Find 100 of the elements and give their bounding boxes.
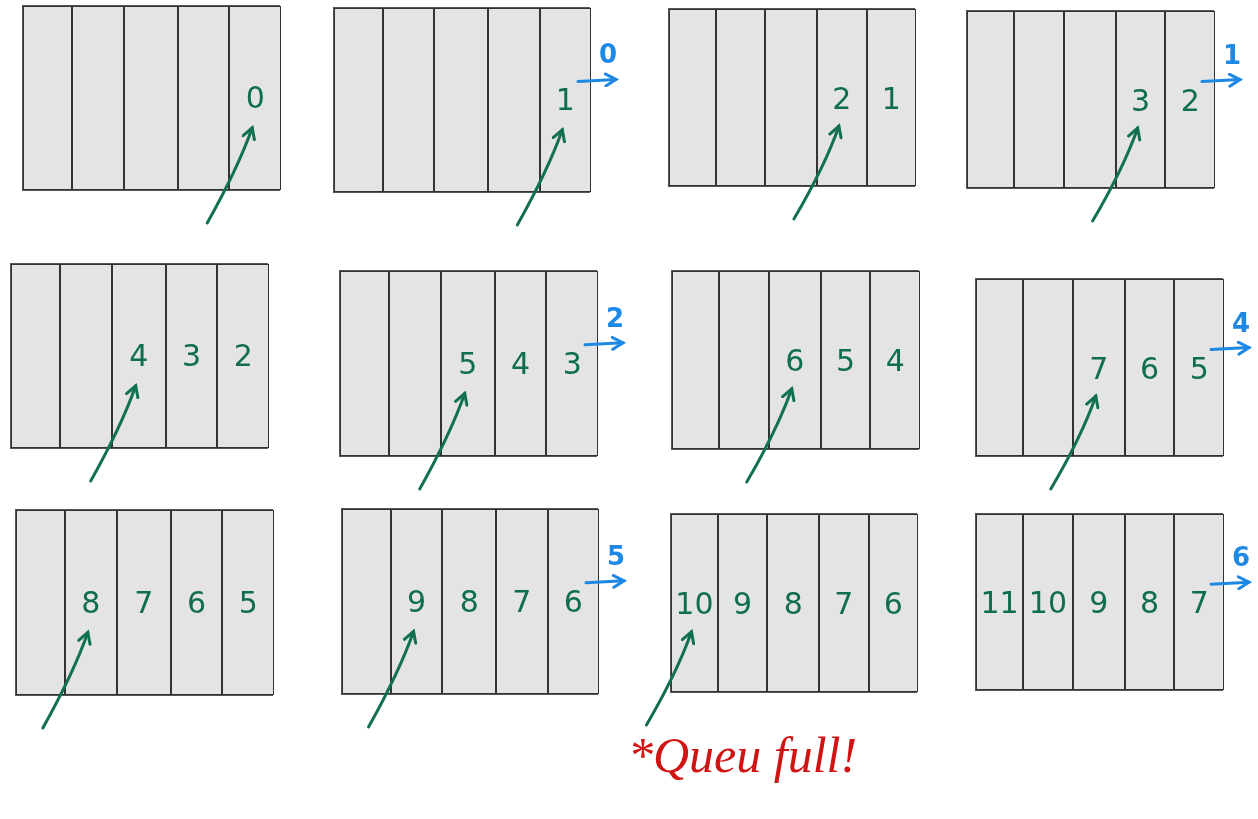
queue-slot bbox=[72, 6, 124, 190]
queue-slot bbox=[340, 271, 389, 456]
queue-slot bbox=[1115, 11, 1166, 188]
queue-value: 11 bbox=[979, 588, 1020, 619]
queue-slot bbox=[229, 6, 281, 190]
queue-box bbox=[671, 270, 919, 450]
queue-value: 6 bbox=[784, 345, 806, 376]
queue-value: 5 bbox=[835, 345, 857, 376]
queue-slot bbox=[967, 11, 1015, 188]
queue-value: 5 bbox=[1188, 353, 1210, 384]
arrow bbox=[576, 72, 618, 88]
queue-slot bbox=[672, 271, 720, 449]
queue-slot bbox=[1072, 514, 1125, 690]
queue-value: 7 bbox=[1088, 353, 1110, 384]
queue-slot bbox=[65, 510, 117, 695]
queue-slot bbox=[719, 271, 769, 449]
queue-value: 0 bbox=[244, 83, 266, 114]
queue-value: 8 bbox=[458, 586, 480, 617]
queue-slot bbox=[488, 8, 540, 192]
queue-box bbox=[333, 7, 590, 193]
queue-box bbox=[670, 513, 917, 693]
queue-value: 4 bbox=[510, 348, 532, 379]
queue-box bbox=[341, 508, 598, 695]
queue-slot bbox=[494, 271, 547, 456]
queue-slot bbox=[976, 279, 1024, 456]
queue-slot bbox=[440, 271, 495, 456]
arrow bbox=[515, 128, 566, 227]
queue-slot bbox=[546, 271, 598, 456]
queue-value: 7 bbox=[511, 586, 533, 617]
queue-slot bbox=[1124, 514, 1175, 690]
queue-slot bbox=[1174, 279, 1224, 456]
queue-slot bbox=[547, 509, 599, 694]
arrow bbox=[1200, 72, 1242, 88]
queue-slot bbox=[820, 271, 871, 449]
arrow bbox=[745, 387, 796, 484]
queue-value: 3 bbox=[181, 341, 203, 372]
queue-slot bbox=[715, 9, 766, 186]
queue-value: 1 bbox=[880, 83, 902, 114]
queue-slot bbox=[382, 8, 435, 192]
queue-slot bbox=[671, 514, 718, 692]
queue-slot bbox=[217, 264, 269, 448]
queue-value: 1 bbox=[554, 85, 576, 116]
arrow bbox=[584, 573, 626, 589]
queue-box bbox=[966, 10, 1214, 189]
queue-value: 7 bbox=[833, 588, 855, 619]
arrow bbox=[583, 335, 625, 351]
queue-value: 9 bbox=[405, 586, 428, 617]
arrow bbox=[1209, 575, 1251, 591]
arrow bbox=[89, 384, 140, 483]
arrow bbox=[1091, 126, 1142, 223]
arrow bbox=[41, 630, 92, 730]
queue-box bbox=[975, 513, 1223, 691]
queue-slot bbox=[1023, 514, 1073, 690]
arrow bbox=[205, 126, 256, 225]
arrow bbox=[792, 124, 843, 221]
queue-slot bbox=[717, 514, 768, 692]
queue-slot bbox=[11, 264, 60, 448]
queue-slot bbox=[390, 509, 443, 694]
queue-value: 4 bbox=[128, 341, 150, 372]
queue-slot bbox=[16, 510, 65, 695]
queue-slot bbox=[170, 510, 223, 695]
queue-value: 10 bbox=[1027, 588, 1068, 619]
queue-slot bbox=[222, 510, 274, 695]
queue-box bbox=[10, 263, 268, 449]
queue-slot bbox=[868, 514, 918, 692]
queue-slot bbox=[1124, 279, 1175, 456]
queue-slot bbox=[1023, 279, 1073, 456]
queue-slot bbox=[866, 9, 916, 186]
queue-slot bbox=[60, 264, 112, 448]
queue-box bbox=[668, 8, 915, 187]
queue-value: 8 bbox=[782, 588, 804, 619]
queue-box bbox=[22, 5, 280, 191]
arrow bbox=[1049, 394, 1100, 491]
queue-value: 6 bbox=[562, 586, 584, 617]
queue-slot bbox=[767, 514, 820, 692]
queue-slot bbox=[116, 510, 171, 695]
queue-value: 7 bbox=[133, 587, 155, 618]
queue-value: 3 bbox=[561, 348, 583, 379]
queue-value: 2 bbox=[831, 83, 853, 114]
queue-box bbox=[975, 278, 1223, 457]
queue-slot bbox=[165, 264, 218, 448]
queue-value: 6 bbox=[1139, 353, 1161, 384]
queue-slot bbox=[442, 509, 497, 694]
queue-slot bbox=[111, 264, 166, 448]
queue-slot bbox=[817, 9, 867, 186]
queue-value: 5 bbox=[237, 587, 259, 618]
queue-value: 6 bbox=[186, 587, 208, 618]
queue-value: 7 bbox=[1188, 588, 1210, 619]
queue-slot bbox=[1063, 11, 1116, 188]
queue-slot bbox=[496, 509, 548, 694]
queue-value: 9 bbox=[732, 588, 754, 619]
queue-slot bbox=[177, 6, 230, 190]
queue-slot bbox=[976, 514, 1024, 690]
queue-slot bbox=[334, 8, 383, 192]
arrow bbox=[418, 391, 469, 491]
queue-slot bbox=[870, 271, 920, 449]
queue-slot bbox=[1174, 514, 1224, 690]
queue-value: 5 bbox=[457, 348, 479, 379]
queue-slot bbox=[765, 9, 818, 186]
queue-value: 10 bbox=[674, 588, 715, 619]
